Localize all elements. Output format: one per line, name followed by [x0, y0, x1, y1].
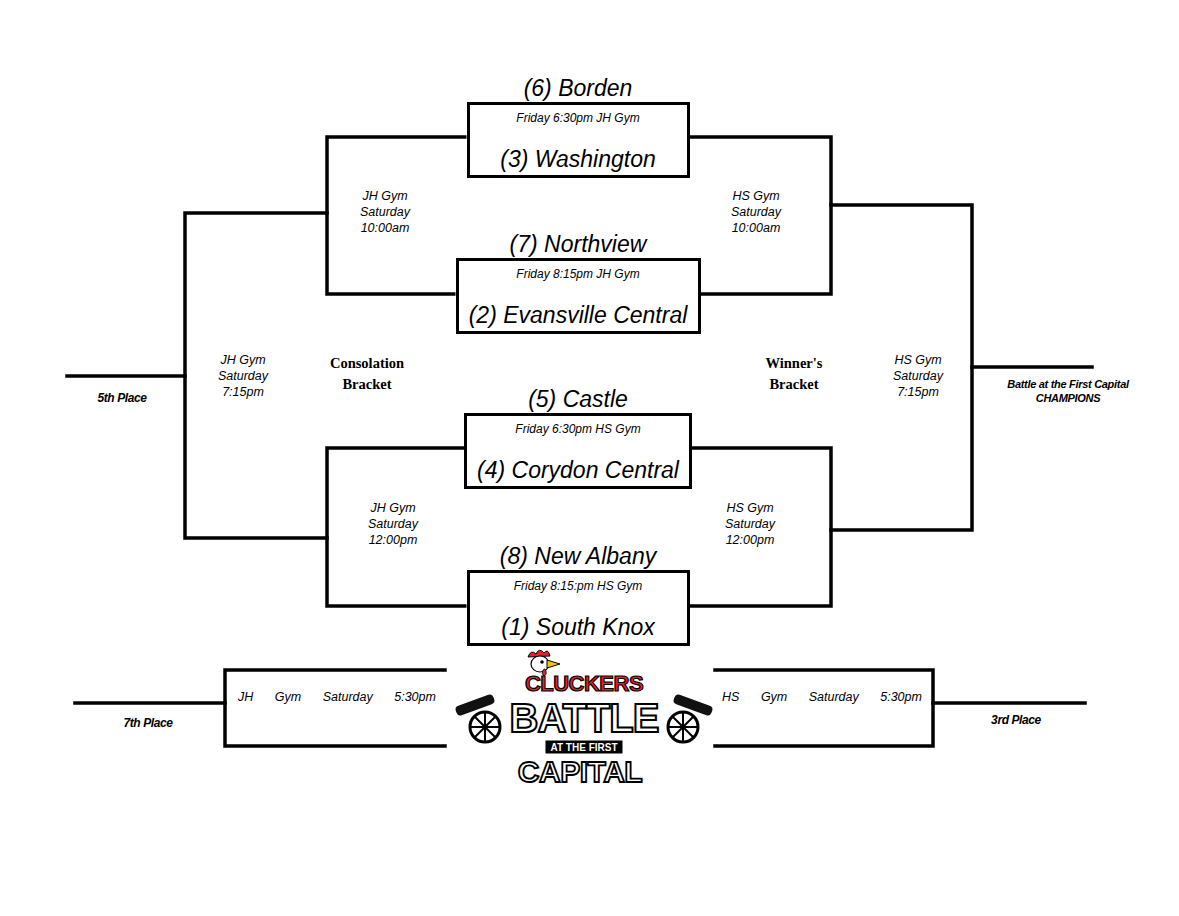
game-time: Friday 8:15pm JH Gym	[516, 267, 639, 281]
game-info: JH Gym Saturday 5:30pm	[238, 690, 436, 704]
team-name: (2) Evansville Central	[469, 302, 688, 329]
bracket-line	[715, 670, 933, 746]
team-name: (8) New Albany	[500, 543, 656, 570]
logo-text: AT THE FIRST	[545, 741, 622, 754]
bracket-line	[972, 365, 1092, 369]
match-box: (6) BordenFriday 6:30pm JH Gym(3) Washin…	[467, 102, 690, 178]
place-label: 3rd Place	[991, 713, 1041, 727]
place-label: Battle at the First Capital CHAMPIONS	[984, 377, 1152, 405]
bracket-line	[831, 205, 972, 530]
team-name: (7) Northview	[510, 231, 647, 258]
bracket-line	[75, 701, 225, 705]
game-time: Friday 6:30pm HS Gym	[515, 422, 640, 436]
game-time: Friday 6:30pm JH Gym	[516, 111, 639, 125]
place-label: 5th Place	[97, 391, 146, 405]
logo-text: CLUCKERS	[525, 673, 643, 695]
team-name: (4) Corydon Central	[477, 457, 679, 484]
bracket-name: Winner's Bracket	[749, 353, 839, 395]
game-info: JH Gym Saturday 12:00pm	[358, 500, 428, 548]
team-name: (3) Washington	[500, 146, 656, 173]
place-label: 7th Place	[123, 716, 172, 730]
logo-art	[454, 650, 713, 742]
game-info: HS Gym Saturday 7:15pm	[883, 352, 953, 400]
bracket-connector	[327, 448, 467, 606]
bracket-name: Consolation Bracket	[322, 353, 412, 395]
bracket-line	[185, 213, 327, 538]
bracket-line	[933, 701, 1085, 705]
logo-text: CAPITAL	[518, 757, 642, 787]
bracket-connector	[690, 137, 832, 294]
team-name: (1) South Knox	[501, 614, 654, 641]
game-info: HS Gym Saturday 10:00am	[721, 188, 791, 236]
team-name: (6) Borden	[524, 75, 633, 102]
match-box: (8) New AlbanyFriday 8:15:pm HS Gym(1) S…	[467, 570, 690, 646]
game-info: HS Gym Saturday 12:00pm	[715, 500, 785, 548]
bracket-lines	[67, 205, 1092, 746]
bracket-line	[67, 374, 185, 378]
game-info: HS Gym Saturday 5:30pm	[722, 690, 922, 704]
bracket-line	[225, 670, 445, 746]
bracket-connector	[690, 448, 832, 606]
match-box: (5) CastleFriday 6:30pm HS Gym(4) Corydo…	[464, 413, 692, 489]
match-box: (7) NorthviewFriday 8:15pm JH Gym(2) Eva…	[456, 258, 701, 334]
game-time: Friday 8:15:pm HS Gym	[514, 579, 643, 593]
logo-text: BATTLE	[510, 698, 659, 738]
game-info: JH Gym Saturday 7:15pm	[208, 352, 278, 400]
game-info: JH Gym Saturday 10:00am	[350, 188, 420, 236]
team-name: (5) Castle	[528, 386, 628, 413]
bracket-connector	[327, 137, 467, 294]
